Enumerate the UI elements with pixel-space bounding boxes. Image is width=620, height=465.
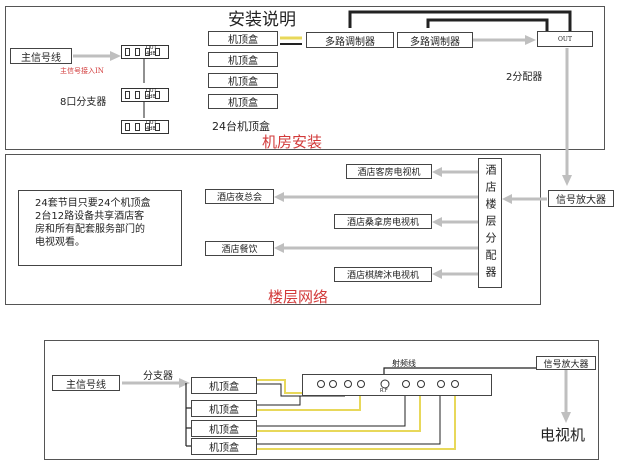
splitter-2: OUT 4dB bbox=[121, 88, 169, 102]
stb-count-label: 24台机顶盒 bbox=[212, 120, 270, 133]
floor-network-panel bbox=[5, 154, 541, 305]
rf-port-label: R.F bbox=[380, 388, 388, 394]
splitter-label: 8口分支器 bbox=[60, 97, 107, 108]
stb-box-3: 机顶盒 bbox=[208, 73, 278, 88]
bottom-stb-2: 机顶盒 bbox=[191, 400, 257, 417]
bottom-panel bbox=[44, 340, 599, 460]
rf-line-label: 射频线 bbox=[392, 359, 416, 368]
note-box: 24套节目只要24个机顶盒 2台12路设备共享酒店客 房和所有配套服务部门的 电… bbox=[18, 190, 182, 266]
bottom-amplifier: 信号放大器 bbox=[536, 356, 596, 370]
note-text: 24套节目只要24个机顶盒 2台12路设备共享酒店客 房和所有配套服务部门的 电… bbox=[35, 198, 151, 248]
floor-distributor: 酒店楼层分配器 bbox=[478, 158, 502, 288]
modulator-device bbox=[302, 374, 492, 396]
machine-room-title: 机房安装 bbox=[262, 133, 323, 151]
dest-chess-room-tv: 酒店棋牌沐电视机 bbox=[334, 267, 432, 282]
bottom-splitter-label: 分支器 bbox=[143, 371, 173, 382]
multiplexer-2: 多路调制器 bbox=[397, 32, 473, 48]
modulator-ports bbox=[317, 379, 459, 389]
two-way-distributor: OUT bbox=[537, 31, 593, 47]
multiplexer-1: 多路调制器 bbox=[306, 32, 394, 48]
bottom-stb-3: 机顶盒 bbox=[191, 420, 257, 437]
dest-guest-room-tv: 酒店客房电视机 bbox=[346, 164, 432, 179]
splitter-1: OUT 4dB bbox=[121, 45, 169, 59]
machine-room-panel bbox=[5, 6, 605, 150]
stb-box-2: 机顶盒 bbox=[208, 52, 278, 67]
floor-network-title: 楼层网络 bbox=[268, 288, 329, 306]
main-signal-line-box: 主信号线 bbox=[10, 48, 72, 64]
bottom-stb-4: 机顶盒 bbox=[191, 438, 257, 455]
amplifier-top: 信号放大器 bbox=[548, 190, 614, 207]
distributor-label: 2分配器 bbox=[506, 72, 543, 83]
dest-nightclub: 酒店夜总会 bbox=[205, 189, 274, 204]
main-signal-in-label: 主信号接入IN bbox=[60, 67, 104, 75]
stb-box-4: 机顶盒 bbox=[208, 94, 278, 109]
distributor-out-label: OUT bbox=[558, 35, 572, 43]
bottom-main-signal-box: 主信号线 bbox=[52, 375, 120, 391]
dest-restaurant: 酒店餐饮 bbox=[205, 241, 274, 256]
dest-sauna-tv: 酒店桑拿房电视机 bbox=[334, 214, 432, 229]
bottom-stb-1: 机顶盒 bbox=[191, 377, 257, 394]
page-title: 安装说明 bbox=[228, 10, 296, 30]
splitter-3: OUT 4dB bbox=[121, 120, 169, 134]
stb-box-1: 机顶盒 bbox=[208, 31, 278, 46]
tv-label: 电视机 bbox=[540, 426, 586, 444]
